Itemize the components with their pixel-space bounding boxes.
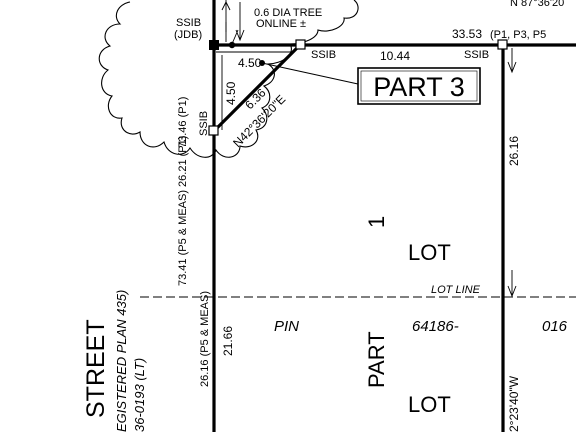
pin-lt-label: 36-0193 (LT)	[132, 358, 147, 432]
part1-number: 1	[364, 216, 389, 228]
right-bearing: 2°23'40"W	[507, 375, 521, 432]
pin-number: 64186-	[412, 318, 459, 335]
left-mid-dim: 73.41 (P5 & MEAS) 26.21 (P1)	[177, 136, 189, 286]
tree-label-1: 0.6 DIA TREE	[254, 7, 322, 19]
part3-box	[357, 67, 481, 105]
lot-label-lower: LOT	[408, 392, 451, 417]
diagonal-boundary	[212, 43, 302, 133]
left-upper-dim: 73.46 (P1)	[177, 97, 189, 148]
ssib-top-mid-label: SSIB	[311, 49, 336, 61]
tree-canopy	[98, 0, 359, 158]
corner-length: 4.50	[238, 56, 262, 70]
pin-suffix: 016	[542, 318, 568, 335]
top-total: 33.53	[452, 27, 482, 41]
ssib-left-marker	[208, 125, 219, 136]
top-reference: (P1, P3, P5	[490, 29, 546, 41]
monuments	[208, 39, 508, 136]
diagonal-marker	[259, 60, 265, 66]
top-length: 10.44	[380, 49, 410, 63]
dimension-lines	[216, 0, 517, 298]
left-length: 4.50	[224, 81, 238, 105]
lot-label-upper: LOT	[408, 240, 451, 265]
left-inner-dim: 21.66	[221, 326, 235, 356]
ssib-top-right-marker	[497, 39, 508, 50]
registered-plan-label: EGISTERED PLAN 435)	[114, 290, 129, 432]
left-lower-dim: 26.16 (P5 & MEAS)	[199, 291, 211, 387]
right-dim: 26.16	[507, 136, 521, 166]
ssib-left-label: SSIB	[198, 111, 210, 136]
tree-marker	[228, 41, 236, 49]
boundary-lines	[140, 0, 576, 432]
street-label: STREET	[82, 319, 110, 418]
part3-label: PART 3	[373, 72, 465, 102]
ssib-top-right-label: SSIB	[464, 49, 489, 61]
ssib-jdb-label-1: SSIB	[176, 17, 201, 29]
ssib-jdb-label-2: (JDB)	[174, 29, 202, 41]
lot-line-label: LOT LINE	[431, 284, 481, 296]
part1-label: PART	[364, 331, 389, 388]
top-bearing: N 87°36'20	[510, 0, 564, 9]
tree-label-2: ONLINE ±	[256, 18, 306, 30]
ssib-top-mid-marker	[295, 39, 306, 50]
ssib-jdb-marker	[209, 40, 219, 50]
pin-label: PIN	[274, 318, 299, 335]
leader-part3	[261, 62, 359, 85]
